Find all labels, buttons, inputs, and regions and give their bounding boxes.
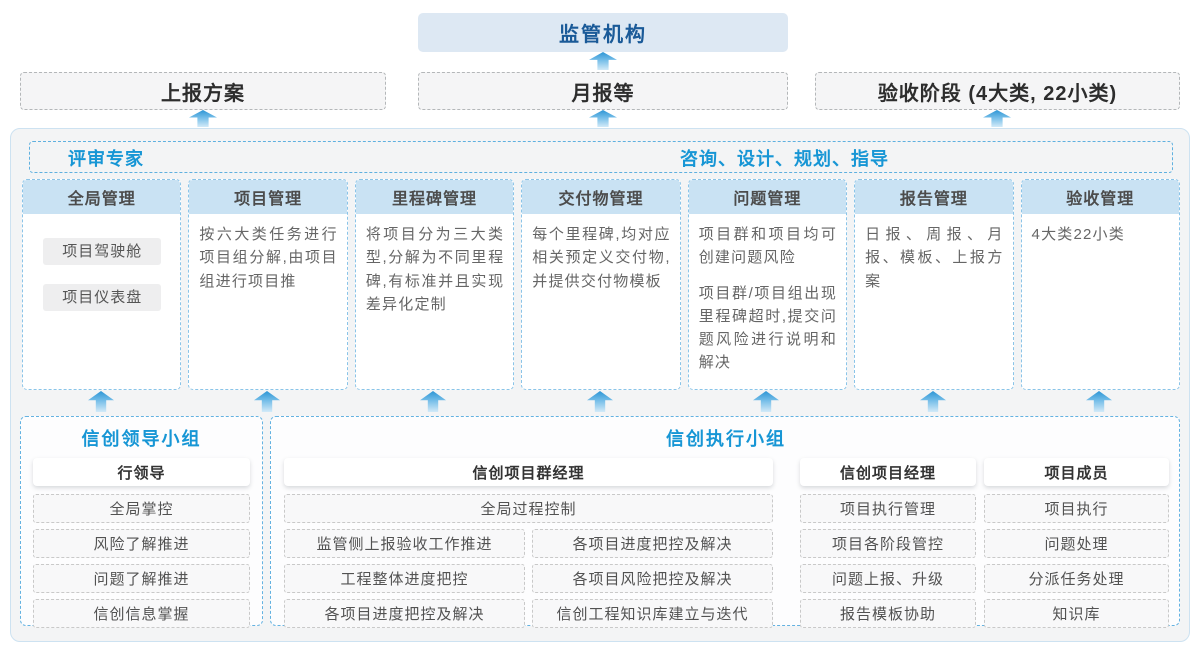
task-item: 项目各阶段管控 (800, 529, 976, 558)
output-box-monthly-report: 月报等 (418, 72, 788, 110)
column-header: 报告管理 (855, 180, 1013, 214)
executor-group: 信创执行小组 信创项目群经理 全局过程控制 监管侧上报验收工作推进工程整体进度把… (270, 416, 1180, 628)
feature-chip: 项目仪表盘 (43, 284, 162, 311)
task-item: 各项目进度把控及解决 (284, 599, 525, 628)
column-text: 4大类22小类 (1031, 226, 1125, 243)
program-manager-task-col-right: 各项目进度把控及解决各项目风险把控及解决信创工程知识库建立与迭代 (532, 529, 773, 634)
executor-columns: 信创项目群经理 全局过程控制 监管侧上报验收工作推进工程整体进度把控各项目进度把… (284, 458, 1169, 634)
regulator-box: 监管机构 (418, 13, 788, 52)
task-item: 信创信息掌握 (33, 599, 250, 628)
task-item: 信创工程知识库建立与迭代 (532, 599, 773, 628)
project-manager-task-list: 项目执行管理项目各阶段管控问题上报、升级报告模板协助 (800, 494, 976, 628)
leader-task-list: 全局掌控风险了解推进问题了解推进信创信息掌握 (33, 494, 250, 628)
column-body: 4大类22小类 (1022, 214, 1179, 258)
column-text: 将项目分为三大类型,分解为不同里程碑,有标准并且实现差异化定制 (365, 226, 505, 313)
column-global-management: 全局管理 项目驾驶舱 项目仪表盘 (22, 179, 182, 390)
consult-design-label: 咨询、设计、规划、指导 (680, 149, 889, 169)
role-bank-leadership: 行领导 (33, 458, 250, 486)
executor-group-title: 信创执行小组 (666, 428, 786, 449)
task-item: 全局掌控 (33, 494, 250, 523)
project-member-block: 项目成员 项目执行问题处理分派任务处理知识库 (984, 458, 1169, 634)
task-item: 各项目进度把控及解决 (532, 529, 773, 558)
column-issue-management: 问题管理 项目群和项目均可创建问题风险 项目群/项目组出现里程碑超时,提交问题风… (687, 179, 848, 390)
column-header: 交付物管理 (522, 180, 680, 214)
column-body: 项目群和项目均可创建问题风险 项目群/项目组出现里程碑超时,提交问题风险进行说明… (689, 214, 846, 387)
up-arrow-icon (983, 110, 1011, 127)
up-arrow-icon (589, 52, 617, 70)
column-text: 日报、周报、月报、模板、上报方案 (865, 226, 1004, 290)
program-manager-block: 信创项目群经理 全局过程控制 监管侧上报验收工作推进工程整体进度把控各项目进度把… (284, 458, 773, 634)
up-arrow-icon (189, 110, 217, 127)
column-text: 项目群/项目组出现里程碑超时,提交问题风险进行说明和解决 (698, 284, 838, 372)
column-header: 验收管理 (1021, 180, 1179, 214)
column-header: 里程碑管理 (355, 180, 514, 214)
column-body: 将项目分为三大类型,分解为不同里程碑,有标准并且实现差异化定制 (356, 214, 513, 328)
task-item: 工程整体进度把控 (284, 564, 525, 593)
column-body: 每个里程碑,均对应相关预定义交付物,并提供交付物模板 (522, 214, 679, 305)
role-program-manager: 信创项目群经理 (284, 458, 773, 486)
feature-chip: 项目驾驶舱 (43, 238, 162, 265)
task-item: 问题上报、升级 (800, 564, 976, 593)
column-header: 全局管理 (23, 180, 181, 214)
task-item: 项目执行 (984, 494, 1169, 523)
expert-consult-bar: 评审专家 咨询、设计、规划、指导 (29, 141, 1173, 173)
task-item: 监管侧上报验收工作推进 (284, 529, 525, 558)
column-milestone-management: 里程碑管理 将项目分为三大类型,分解为不同里程碑,有标准并且实现差异化定制 (354, 179, 515, 390)
column-body: 项目驾驶舱 项目仪表盘 (23, 214, 180, 311)
column-header: 项目管理 (189, 180, 347, 214)
column-body: 按六大类任务进行项目组分解,由项目组进行项目推 (189, 214, 346, 305)
project-manager-block: 信创项目经理 项目执行管理项目各阶段管控问题上报、升级报告模板协助 (800, 458, 976, 634)
column-text: 每个里程碑,均对应相关预定义交付物,并提供交付物模板 (532, 226, 671, 290)
task-item: 各项目风险把控及解决 (532, 564, 773, 593)
task-item: 风险了解推进 (33, 529, 250, 558)
column-header: 问题管理 (688, 180, 847, 214)
column-deliverable-management: 交付物管理 每个里程碑,均对应相关预定义交付物,并提供交付物模板 (521, 179, 681, 390)
task-item: 知识库 (984, 599, 1169, 628)
leader-group-title: 信创领导小组 (81, 428, 202, 449)
leader-group: 信创领导小组 行领导 全局掌控风险了解推进问题了解推进信创信息掌握 (20, 416, 263, 628)
column-text: 按六大类任务进行项目组分解,由项目组进行项目推 (199, 226, 338, 290)
task-item: 分派任务处理 (984, 564, 1169, 593)
output-box-acceptance-stage: 验收阶段 (4大类, 22小类) (815, 72, 1180, 110)
task-item: 项目执行管理 (800, 494, 976, 523)
up-arrow-icon (589, 110, 617, 127)
project-member-task-list: 项目执行问题处理分派任务处理知识库 (984, 494, 1169, 628)
program-manager-task-col-left: 监管侧上报验收工作推进工程整体进度把控各项目进度把控及解决 (284, 529, 525, 634)
column-report-management: 报告管理 日报、周报、月报、模板、上报方案 (854, 179, 1014, 390)
task-item: 报告模板协助 (800, 599, 976, 628)
column-body: 日报、周报、月报、模板、上报方案 (855, 214, 1012, 305)
column-acceptance-management: 验收管理 4大类22小类 (1020, 179, 1180, 390)
column-project-management: 项目管理 按六大类任务进行项目组分解,由项目组进行项目推 (188, 179, 348, 390)
column-text: 项目群和项目均可创建问题风险 (698, 226, 838, 267)
role-project-manager: 信创项目经理 (800, 458, 976, 486)
task-item: 问题了解推进 (33, 564, 250, 593)
task-item: 全局过程控制 (284, 494, 773, 523)
management-columns: 全局管理 项目驾驶舱 项目仪表盘 项目管理 按六大类任务进行项目组分解,由项目组… (22, 179, 1180, 390)
role-project-member: 项目成员 (984, 458, 1169, 486)
review-expert-label: 评审专家 (68, 149, 144, 169)
program-manager-task-grid: 监管侧上报验收工作推进工程整体进度把控各项目进度把控及解决 各项目进度把控及解决… (284, 529, 773, 634)
output-box-report-plan: 上报方案 (20, 72, 386, 110)
task-item: 问题处理 (984, 529, 1169, 558)
